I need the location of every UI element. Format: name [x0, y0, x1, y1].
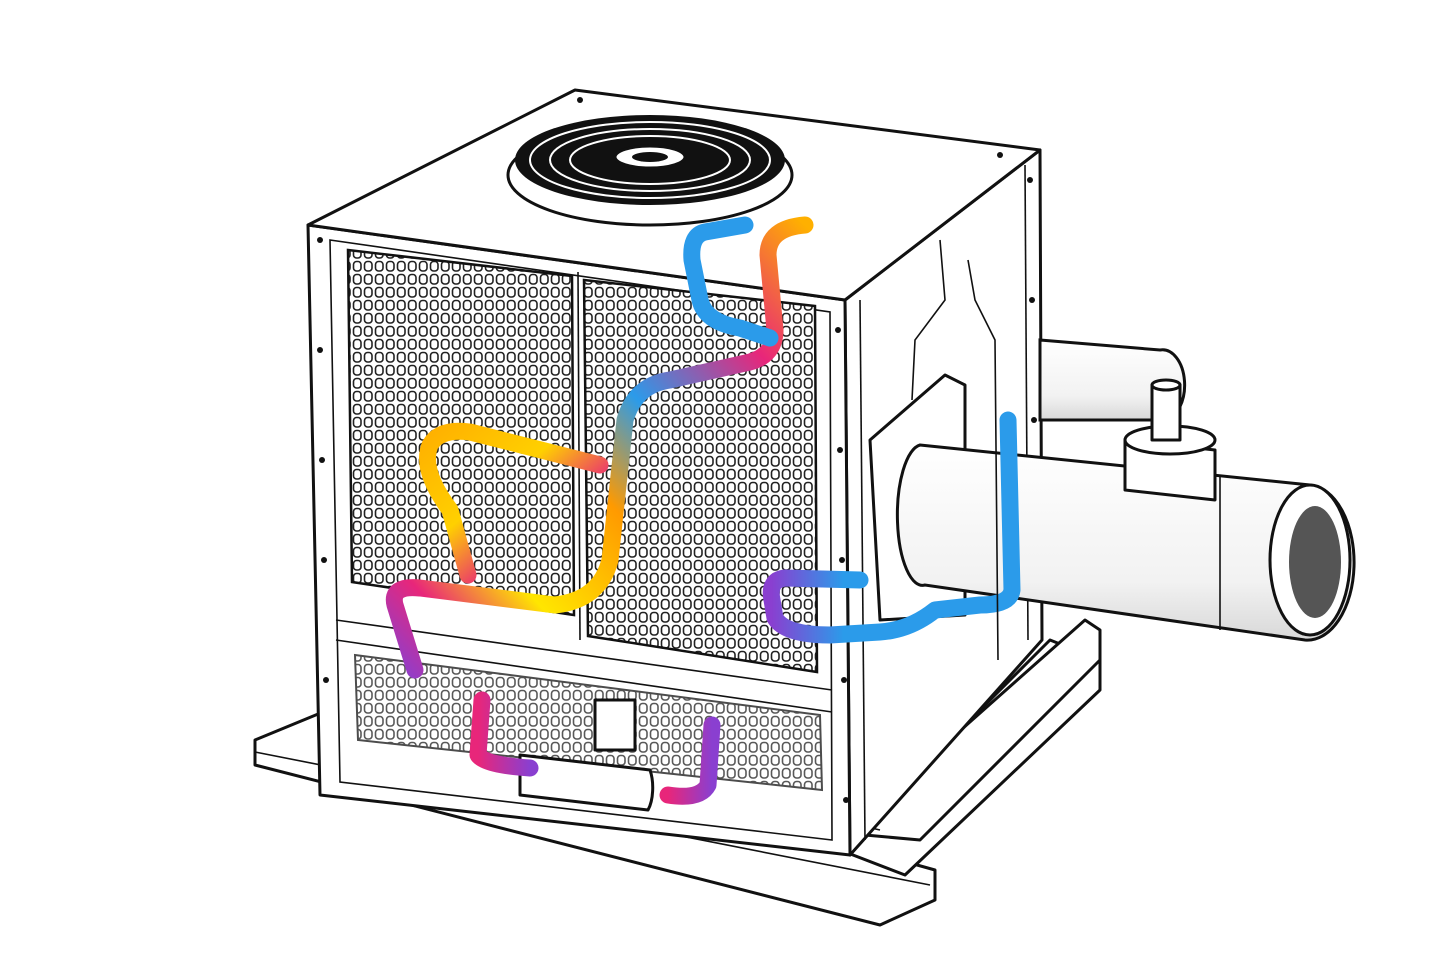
- fan: [506, 115, 794, 227]
- valve-stem: [1150, 383, 1182, 442]
- side-thin-pipe: [967, 259, 999, 661]
- cylinder-opening: [1289, 506, 1341, 618]
- compressor: [518, 698, 655, 812]
- left-loop-pipe: [419, 422, 609, 584]
- bottom-right-pipe: [659, 716, 721, 805]
- receiver-cylinder: [868, 338, 1356, 642]
- blue-riser-pipe: [683, 216, 779, 347]
- right-coil-grille: [582, 278, 819, 674]
- refrigerant-pipes: [385, 216, 1021, 805]
- side-loop-pipe: [762, 411, 1021, 644]
- bolts: [317, 97, 1037, 803]
- main-pipe: [385, 216, 814, 679]
- bottom-left-pipe: [469, 691, 539, 777]
